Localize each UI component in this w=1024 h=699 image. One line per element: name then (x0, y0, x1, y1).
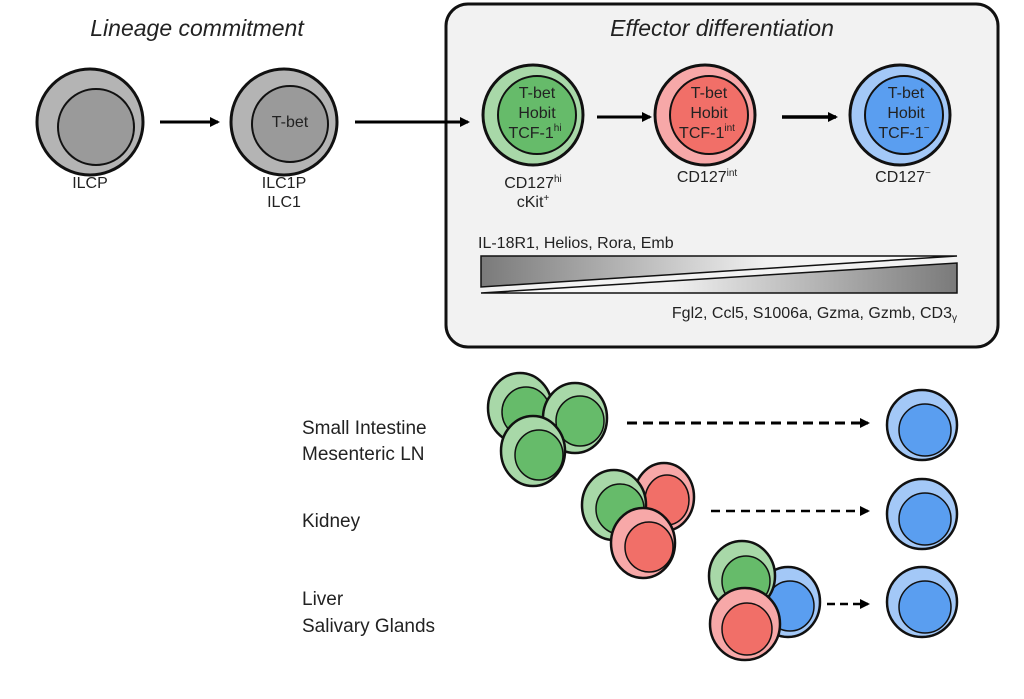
cluster-cell-red (609, 506, 677, 580)
tissue-mesenteric-ln: Mesenteric LN (302, 444, 425, 465)
cell-effector-green (481, 63, 585, 167)
red-line-tcf1: TCF-1int (679, 123, 735, 142)
increasing-wedge (480, 262, 958, 294)
green-line-hobit: Hobit (518, 105, 556, 122)
green-line-tcf1: TCF-1hi (508, 123, 561, 142)
tissue-liver: Liver (302, 589, 344, 610)
decreasing-wedge (480, 255, 958, 288)
cluster-cell-red (708, 586, 782, 662)
blue-marker-cd127: CD127− (875, 168, 931, 186)
tissue-salivary-glands: Salivary Glands (302, 616, 435, 637)
target-cell-blue-row1 (885, 388, 959, 462)
cluster-kidney (580, 461, 696, 580)
red-line-hobit: Hobit (690, 105, 728, 122)
effector-differentiation-title: Effector differentiation (610, 15, 834, 41)
green-marker-cd127: CD127hi (504, 174, 562, 192)
green-marker-ckit: cKit+ (517, 193, 550, 211)
label-ilc1: ILC1 (267, 194, 301, 211)
cluster-cell-green (499, 414, 567, 488)
label-ilcp: ILCP (72, 175, 108, 192)
decreasing-genes-label: IL-18R1, Helios, Rora, Emb (478, 235, 674, 252)
cell-ilc1p: T-bet (229, 67, 339, 177)
ilc1p-tbet-label: T-bet (272, 114, 309, 131)
red-marker-cd127: CD127int (677, 168, 738, 186)
target-cell-blue-row2 (885, 477, 959, 551)
tissue-kidney: Kidney (302, 511, 361, 532)
cell-effector-blue (848, 63, 952, 167)
blue-line-hobit: Hobit (887, 105, 925, 122)
target-cell-blue-row3 (885, 565, 959, 639)
cell-ilcp (35, 67, 145, 177)
cluster-small-intestine (486, 371, 609, 488)
label-ilc1p: ILC1P (262, 175, 306, 192)
cell-effector-red (653, 63, 757, 167)
cluster-liver-salivary (707, 539, 822, 662)
lineage-commitment-title: Lineage commitment (90, 15, 305, 41)
blue-line-tcf1: TCF-1− (878, 123, 929, 142)
green-line-tbet: T-bet (519, 85, 556, 102)
blue-line-tbet: T-bet (888, 85, 925, 102)
red-line-tbet: T-bet (691, 85, 728, 102)
increasing-genes-label: Fgl2, Ccl5, S1006a, Gzma, Gzmb, CD3γ (672, 305, 957, 324)
tissue-small-intestine: Small Intestine (302, 418, 427, 439)
